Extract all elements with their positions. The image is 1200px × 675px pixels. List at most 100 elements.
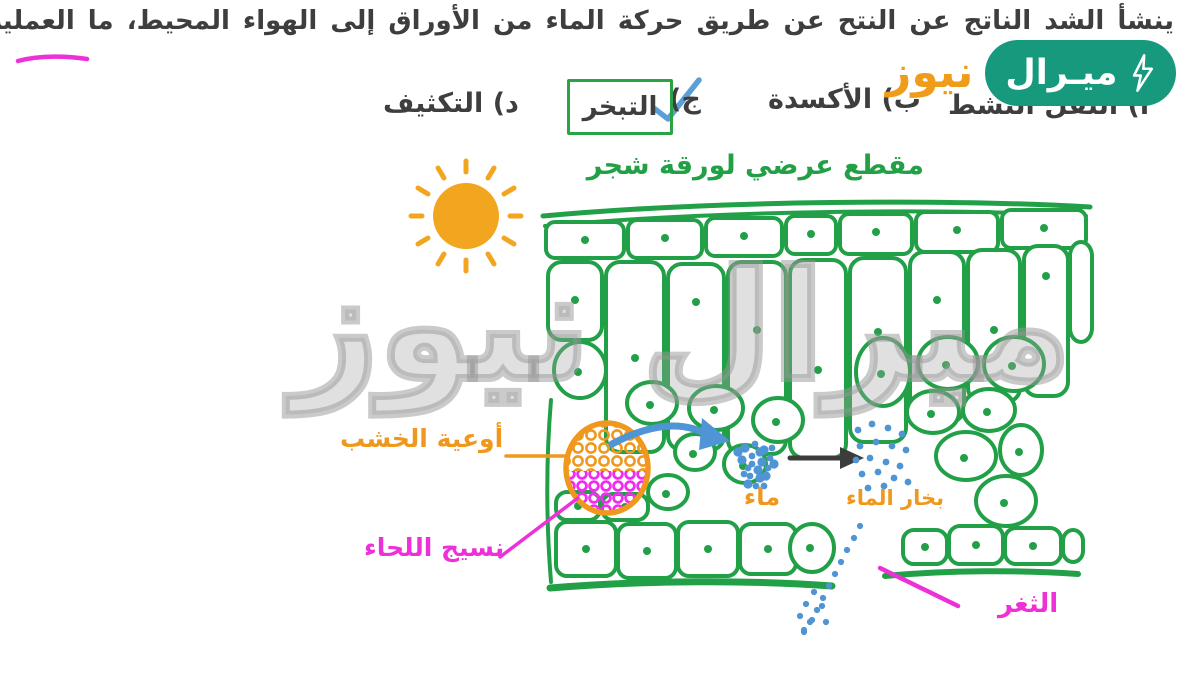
cell-nucleus-dot — [972, 541, 980, 549]
cell-nucleus-dot — [990, 326, 998, 334]
cell-nucleus-dot — [921, 543, 929, 551]
water-flow-arrow — [608, 418, 730, 450]
cell-nucleus-dot — [960, 454, 968, 462]
vapor-exit-dot — [802, 600, 810, 608]
cell-nucleus-dot — [631, 354, 639, 362]
cell-nucleus-dot — [753, 326, 761, 334]
xylem-label: أوعية الخشب — [340, 424, 504, 453]
vapor-dot — [864, 484, 872, 492]
water-scribble-dot — [751, 440, 759, 448]
vapor-exit-dot — [819, 594, 827, 602]
cell-nucleus-dot — [807, 230, 815, 238]
water-scribble-dot — [764, 464, 772, 472]
vapor-dot — [888, 442, 896, 450]
stoma-exit-dots — [796, 522, 864, 636]
vapor-dot — [868, 420, 876, 428]
water-vapor-dots — [852, 420, 912, 492]
leaf-left-edge — [545, 398, 553, 584]
stoma-label: الثغر — [998, 589, 1059, 619]
water-scribble-dot — [769, 459, 779, 469]
logo-pill: ميـرال — [985, 40, 1177, 106]
cell-nucleus-dot — [574, 368, 582, 376]
vascular-bundle — [563, 420, 651, 516]
phloem-pointer-line — [498, 496, 580, 559]
vapor-exit-dot — [856, 522, 864, 530]
lightning-icon — [1133, 54, 1154, 92]
vapor-exit-dot — [822, 618, 830, 626]
water-scribble-dot — [743, 479, 753, 489]
vapor-dot — [890, 474, 898, 482]
cell-nucleus-dot — [1040, 224, 1048, 232]
cell-nucleus-dot — [933, 296, 941, 304]
cell-nucleus-dot — [661, 234, 669, 242]
water-scribble-dot — [740, 470, 748, 478]
cell-nucleus-dot — [927, 410, 935, 418]
cell-nucleus-dot — [1015, 448, 1023, 456]
vapor-dot — [866, 454, 874, 462]
water-scribble-dot — [766, 454, 774, 462]
water-scribble-dot — [757, 457, 767, 467]
vapor-dot — [904, 478, 912, 486]
cell-nucleus-dot — [704, 545, 712, 553]
vapor-exit-dot — [818, 602, 826, 610]
water-scribble-dot — [733, 447, 743, 457]
vapor-dot — [852, 456, 860, 464]
upper-epidermis-cells — [544, 208, 1088, 260]
cell-nucleus-dot — [983, 408, 991, 416]
logo-brand-text: ميـرال — [1005, 52, 1118, 93]
answer-box: التبخر — [567, 79, 673, 135]
water-scribble-dot — [737, 455, 747, 465]
evaporation-arrow — [787, 447, 864, 469]
vapor-dot — [854, 426, 862, 434]
vapor-exit-dot — [813, 606, 821, 614]
water-label: ماء — [743, 483, 781, 511]
cell-nucleus-dot — [877, 370, 885, 378]
cell-nucleus-dot — [942, 361, 950, 369]
water-vapor-label: بخار الماء — [845, 486, 945, 510]
cell-nucleus-dot — [1042, 272, 1050, 280]
cell-nucleus-dot — [646, 401, 654, 409]
vapor-dot — [882, 458, 890, 466]
vapor-exit-dot — [825, 582, 833, 590]
water-scribble-dot — [740, 443, 750, 453]
cell-nucleus-dot — [872, 228, 880, 236]
vapor-dot — [898, 430, 906, 438]
vapor-exit-dot — [831, 570, 839, 578]
vapor-exit-dot — [810, 588, 818, 596]
vapor-dot — [858, 470, 866, 478]
water-scribble-dot — [752, 482, 760, 490]
epidermis-cell — [1061, 528, 1085, 564]
water-scribble-dot — [746, 472, 754, 480]
water-droplet-scribble — [733, 440, 779, 490]
question-underline-magenta — [15, 54, 90, 64]
cell-nucleus-dot — [953, 226, 961, 234]
vapor-exit-dot — [843, 546, 851, 554]
vapor-exit-dot — [800, 626, 808, 634]
vapor-exit-dot — [796, 612, 804, 620]
vapor-dot — [896, 462, 904, 470]
spongy-mesophyll-cells — [545, 335, 1046, 584]
water-scribble-dot — [768, 444, 776, 452]
cell-nucleus-dot — [874, 328, 882, 336]
cell-nucleus-dot — [571, 296, 579, 304]
cell-nucleus-dot — [764, 545, 772, 553]
vapor-dot — [884, 424, 892, 432]
cell-nucleus-dot — [582, 545, 590, 553]
vapor-dot — [872, 438, 880, 446]
vapor-dot — [874, 468, 882, 476]
cell-nucleus-dot — [692, 298, 700, 306]
logo-news-text: نيوز — [886, 47, 974, 98]
water-scribble-dot — [755, 447, 765, 457]
water-scribble-dot — [748, 452, 756, 460]
cell-nucleus-dot — [662, 490, 670, 498]
cell-nucleus-dot — [772, 418, 780, 426]
cell-nucleus-dot — [814, 366, 822, 374]
sun-icon — [408, 158, 524, 274]
cell-nucleus-dot — [710, 406, 718, 414]
vapor-exit-dot — [837, 558, 845, 566]
cell-nucleus-dot — [806, 544, 814, 552]
diagram-title: مقطع عرضي لورقة شجر — [586, 150, 924, 181]
vapor-dot — [902, 446, 910, 454]
